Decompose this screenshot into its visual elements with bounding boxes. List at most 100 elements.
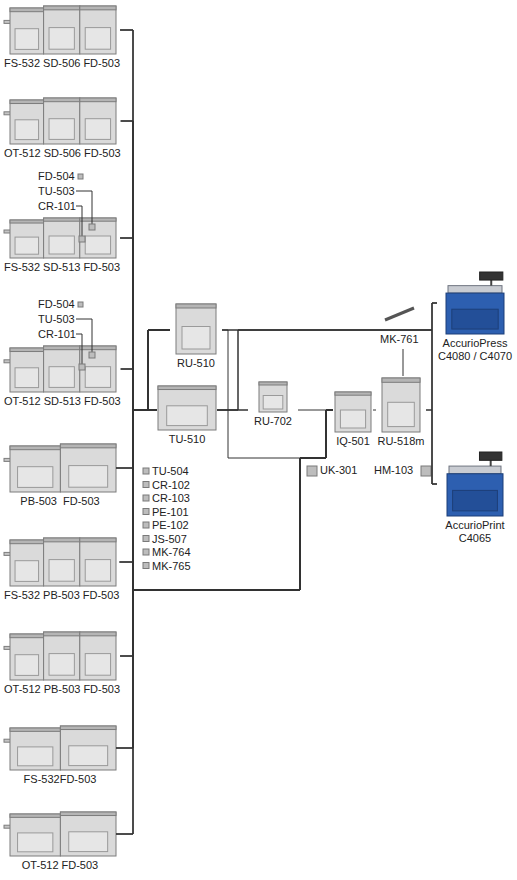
option-unit: IQ-501 [333, 392, 373, 448]
option-square [143, 549, 149, 555]
unit-door [69, 746, 108, 766]
connector-line [222, 303, 437, 330]
unit-body [10, 220, 44, 258]
model-name: FD-503 [83, 683, 120, 696]
unit-top [335, 392, 371, 395]
model-name: PB-503 [20, 495, 57, 508]
model-name: PB-503 [43, 589, 80, 602]
label-group: OT-512FD-503 [4, 859, 116, 872]
model-name: RU-702 [254, 415, 292, 428]
unit-door [15, 29, 39, 50]
option-unit: TU-510 [157, 386, 217, 446]
label-group: OT-512SD-506FD-503 [4, 147, 121, 160]
leader-line [76, 334, 82, 364]
unit-body [44, 538, 80, 586]
label-group: AccurioPressC4080 / C4070 [437, 337, 513, 363]
option-name: UK-301 [320, 464, 357, 477]
option-name: TU-503 [38, 185, 75, 198]
unit-door [69, 832, 108, 852]
finisher-configuration: PB-503FD-503 [4, 444, 116, 508]
connector-line [116, 410, 157, 748]
unit-body [80, 6, 116, 54]
connector-line [217, 303, 437, 410]
finisher-configuration: OT-512SD-513FD-503 [4, 346, 121, 408]
option-square [421, 466, 431, 476]
unit-body [10, 540, 44, 586]
unit-body [10, 8, 44, 54]
finisher-configuration: OT-512PB-503FD-503 [4, 632, 120, 696]
option-name: MK-765 [152, 560, 191, 573]
unit-top [10, 100, 44, 104]
connector-line [120, 410, 157, 656]
unit-top [382, 378, 420, 382]
mount-kit-bar [385, 308, 414, 320]
model-name: SD-506 [44, 147, 81, 160]
unit-body [44, 632, 80, 680]
option-square [143, 509, 149, 515]
connector-line [426, 410, 437, 484]
unit-top [10, 540, 44, 544]
label-group: RU-510 [170, 357, 222, 370]
label-group: AccurioPrintC4065 [437, 519, 513, 545]
connector-line [120, 30, 170, 410]
unit-door [18, 467, 53, 488]
finisher-configuration: FS-532SD-506FD-503 [4, 6, 120, 70]
option-unit: RU-702 [248, 382, 298, 428]
option-name: CR-101 [38, 328, 76, 341]
unit-door [85, 367, 110, 388]
unit-top [80, 632, 116, 636]
connector-line [121, 369, 333, 590]
leader-line [76, 191, 92, 224]
unit-door [15, 237, 39, 254]
option-square [89, 224, 95, 230]
connector-line [116, 410, 157, 468]
unit-body [176, 304, 216, 354]
unit-top [60, 726, 116, 730]
unit-body [80, 218, 116, 258]
unit-body [60, 444, 116, 492]
connector-line [120, 30, 333, 590]
unit-door [388, 402, 415, 426]
connector-line [121, 330, 170, 410]
unit-top [10, 728, 60, 731]
label-group: FS-532FD-503 [4, 773, 116, 786]
model-name: RU-510 [177, 357, 215, 370]
unit-door [49, 28, 74, 50]
connector-line [119, 410, 157, 562]
model-name: OT-512 [22, 859, 59, 872]
model-name: SD-513 [44, 395, 81, 408]
model-name: C4065 [459, 532, 491, 545]
model-name: FS-532 [4, 589, 40, 602]
model-name: FD-503 [83, 589, 120, 602]
unit-door [340, 410, 365, 428]
press-body [447, 474, 503, 516]
label-group: FS-532PB-503FD-503 [4, 589, 119, 602]
unit-door [85, 28, 110, 50]
finisher-configuration: OT-512SD-506FD-503 [4, 98, 121, 160]
unit-top [60, 812, 116, 816]
unit-body [44, 98, 80, 144]
machine-drawing [4, 218, 116, 258]
option-name: CR-103 [152, 492, 190, 505]
machine-drawing [4, 6, 116, 54]
unit-body [335, 392, 371, 432]
unit-top [80, 346, 116, 350]
unit-body [158, 386, 216, 430]
unit-door [49, 560, 74, 582]
connector-line [119, 410, 333, 590]
model-name: FD-503 [84, 147, 121, 160]
option-name: JS-507 [152, 533, 187, 546]
unit-top [44, 6, 80, 10]
model-name: AccurioPress [443, 337, 508, 350]
label-group: PB-503FD-503 [4, 495, 116, 508]
model-name: TU-510 [169, 433, 206, 446]
unit-door [15, 368, 39, 388]
unit-top [10, 814, 60, 817]
connector-line [217, 330, 437, 484]
option-name: FD-504 [38, 170, 75, 183]
unit-top [80, 218, 116, 221]
machine-drawing [4, 444, 116, 492]
unit-top [10, 634, 44, 638]
unit-body [60, 726, 116, 770]
unit-door [18, 833, 53, 852]
